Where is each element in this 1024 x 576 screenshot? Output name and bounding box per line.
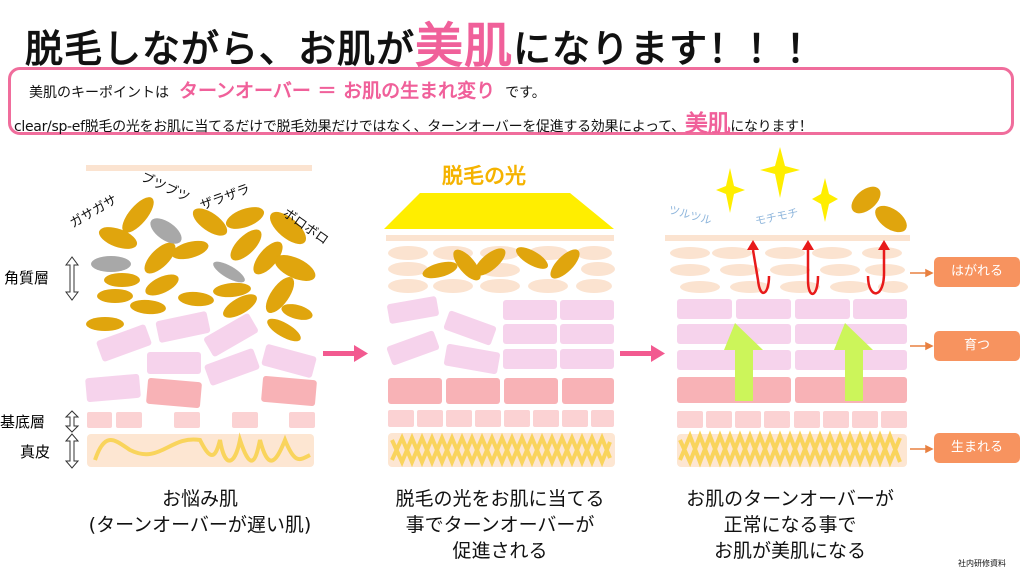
tag-peel-off: はがれる <box>934 257 1020 287</box>
panel-light-applied: 脱毛の光 <box>384 164 615 468</box>
caption-line: お肌のターンオーバーが <box>686 488 894 510</box>
label-stratum-corneum: 角質層 <box>4 269 49 287</box>
label-basal-layer: 基底層 <box>0 413 45 431</box>
summary-line-2: clear/sp-ef脱毛の光をお肌に当てるだけで脱毛効果だけではなく、ターンオ… <box>14 104 813 138</box>
tag-born: 生まれる <box>934 433 1020 463</box>
title-text-end: になります！！！ <box>513 27 826 71</box>
label-dermis: 真皮 <box>20 443 50 461</box>
summary-text: になります！ <box>730 119 813 135</box>
title-text: 脱毛しながら、お肌が <box>25 27 416 71</box>
light-label: 脱毛の光 <box>442 164 526 188</box>
double-arrow-icon <box>64 256 80 469</box>
caption-line: お肌が美肌になる <box>713 540 866 562</box>
word-mochimochi: モチモチ <box>754 206 800 228</box>
caption-panel3: お肌のターンオーバーが 正常になる事で お肌が美肌になる <box>670 486 910 564</box>
arrow-right-icon <box>323 345 665 362</box>
caption-line: 促進される <box>452 540 548 562</box>
summary-text: です。 <box>505 85 546 101</box>
summary-text: 美肌のキーポイントは <box>29 85 169 101</box>
panel-healthy-skin: ツルツル モチモチ <box>665 147 934 468</box>
caption-panel2: 脱毛の光をお肌に当てる 事でターンオーバーが 促進される <box>370 486 630 564</box>
summary-highlight: ターンオーバー ＝ お肌の生まれ変り <box>179 80 496 102</box>
summary-line-1: 美肌のキーポイントはターンオーバー ＝ お肌の生まれ変りです。 <box>29 76 546 103</box>
caption-line: 事でターンオーバーが <box>405 514 595 536</box>
summary-box: 美肌のキーポイントはターンオーバー ＝ お肌の生まれ変りです。 clear/sp… <box>8 67 1014 138</box>
footer-note: 社内研修資料 <box>958 559 1006 568</box>
growth-arrow-icon <box>724 323 873 401</box>
summary-highlight: 美肌 <box>684 111 731 137</box>
caption-panel1: お悩み肌 (ターンオーバーが遅い肌) <box>85 486 315 538</box>
panel-troubled-skin: ガサガサ ブツブツ ザラザラ ボロボロ <box>68 165 331 467</box>
word-gasagasa: ガサガサ <box>68 192 121 231</box>
caption-line: 正常になる事で <box>723 514 857 536</box>
caption-line: お悩み肌 <box>161 488 238 510</box>
page-title: 脱毛しながら、お肌が美肌になります！！！ <box>25 6 825 76</box>
tag-grow: 育つ <box>934 331 1020 361</box>
caption-line: (ターンオーバーが遅い肌) <box>88 514 312 536</box>
sparkle-icon <box>716 147 838 222</box>
summary-text: clear/sp-ef脱毛の光をお肌に当てるだけで脱毛効果だけではなく、ターンオ… <box>14 119 685 135</box>
light-beam-icon <box>384 193 614 229</box>
caption-line: 脱毛の光をお肌に当てる <box>395 488 605 510</box>
title-highlight: 美肌 <box>415 18 514 74</box>
word-tsurutsuru: ツルツル <box>667 203 713 227</box>
